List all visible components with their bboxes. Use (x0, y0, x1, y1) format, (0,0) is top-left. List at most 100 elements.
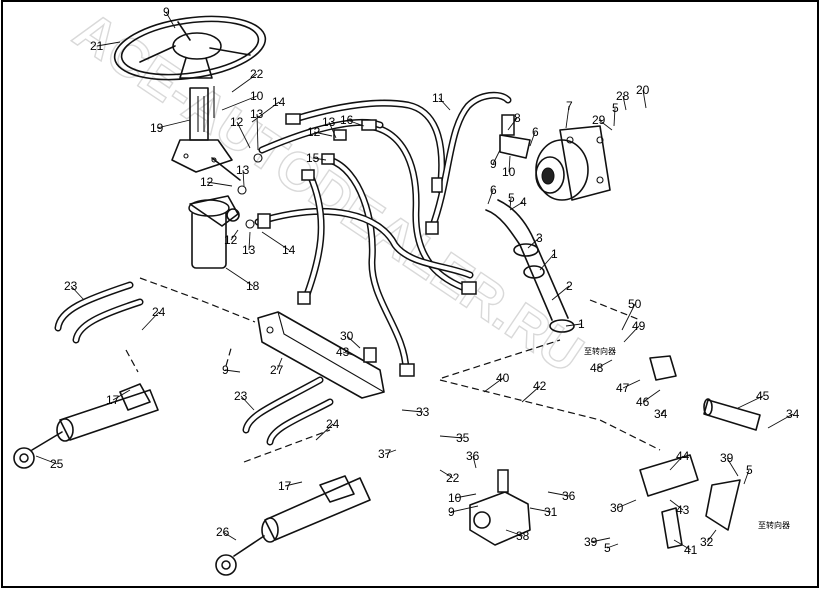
callout-label: 2 (566, 279, 573, 293)
callout-c-19: 19 (150, 119, 191, 135)
valve-block (257, 311, 385, 399)
callout-label: 30 (340, 329, 354, 343)
callout-label: 44 (676, 449, 690, 463)
callout-label: 9 (163, 5, 170, 19)
callout-leader-line (312, 157, 327, 161)
callout-leader-line (225, 267, 254, 287)
callout-c-18: 18 (225, 267, 260, 293)
callout-c-43b: 43 (669, 499, 690, 517)
callout-c-10a: 10 (221, 89, 264, 111)
callout-leader-line (767, 413, 794, 429)
callout-c-31: 31 (529, 505, 558, 519)
callout-leader-line (509, 197, 512, 209)
callout-c-29: 29 (592, 113, 613, 131)
callout-c-39b: 39 (584, 535, 611, 549)
callout-c-5b: 5 (508, 191, 515, 209)
callout-c-49: 49 (623, 319, 646, 343)
callout-c-28: 28 (616, 89, 630, 111)
callout-label: 31 (544, 505, 558, 519)
callout-c-13a: 13 (250, 107, 264, 151)
callout-c-36a: 36 (466, 449, 480, 469)
callout-leader-line (384, 449, 397, 455)
callout-leader-line (438, 97, 451, 111)
callout-c-24b: 24 (315, 417, 340, 441)
callout-label: 23 (234, 389, 248, 403)
callout-label: 32 (700, 535, 714, 549)
callout-label: 36 (562, 489, 576, 503)
callout-leader-line (450, 505, 479, 513)
callout-label: 7 (566, 99, 573, 113)
callout-leader-line (401, 409, 424, 413)
callout-label: 26 (216, 525, 230, 539)
callout-leader-line (346, 119, 365, 127)
callout-c-12c: 12 (200, 175, 233, 189)
suction-pipe (485, 199, 575, 333)
callout-leader-line (551, 285, 570, 301)
callout-c-5c: 5 (743, 463, 753, 485)
callout-leader-line (240, 395, 255, 411)
callout-c-12d: 12 (224, 229, 239, 247)
callout-label: 45 (756, 389, 770, 403)
callout-leader-line (313, 131, 333, 137)
callout-label: 13 (242, 243, 256, 257)
callout-c-27: 27 (270, 357, 284, 377)
note-to-steering-gear-2: 至转向器 (758, 520, 790, 530)
callout-label: 21 (90, 39, 104, 53)
callout-leader-line (539, 253, 555, 271)
callout-c-11: 11 (432, 91, 451, 111)
steering-wheel (113, 15, 267, 81)
callout-c-32: 32 (700, 529, 717, 549)
callout-c-25: 25 (35, 455, 64, 471)
callout-leader-line (623, 325, 640, 343)
callout-leader-line (669, 499, 684, 511)
callout-label: 6 (490, 183, 497, 197)
callout-label: 24 (326, 417, 340, 431)
callout-leader-line (284, 481, 303, 487)
callout-label: 8 (514, 111, 521, 125)
callout-leader-line (454, 493, 477, 499)
callout-c-24a: 24 (141, 305, 166, 331)
callout-label: 28 (616, 89, 630, 103)
callout-leader-line (472, 455, 477, 469)
callout-label: 30 (610, 501, 624, 515)
callout-label: 43 (336, 345, 350, 359)
callout-label: 20 (636, 83, 650, 97)
callout-leader-line (483, 377, 504, 393)
callout-label: 40 (496, 371, 510, 385)
callout-leader-line (509, 201, 524, 211)
callout-c-34a: 34 (654, 407, 668, 421)
callout-label: 12 (200, 175, 214, 189)
callout-leader-line (224, 369, 241, 373)
callout-c-33: 33 (401, 405, 430, 419)
callout-leader-line (342, 351, 357, 357)
callout-label: 47 (616, 381, 630, 395)
callout-label: 18 (246, 279, 260, 293)
callout-leader-line (621, 303, 636, 331)
callout-label: 36 (466, 449, 480, 463)
callout-c-43a: 43 (336, 345, 357, 359)
callout-label: 9 (490, 157, 497, 171)
callout-leader-line (156, 119, 191, 129)
callout-label: 5 (604, 541, 611, 555)
callout-label: 4 (520, 195, 527, 209)
callout-label: 19 (150, 121, 164, 135)
callout-label: 22 (250, 67, 264, 81)
callout-label: 13 (322, 115, 336, 129)
callout-c-3: 3 (527, 231, 543, 249)
callout-c-8: 8 (507, 111, 521, 131)
callout-label: 17 (278, 479, 292, 493)
callout-c-35: 35 (439, 431, 470, 445)
callout-label: 46 (636, 395, 650, 409)
callout-leader-line (596, 359, 613, 369)
callout-label: 10 (502, 165, 516, 179)
callout-c-16: 16 (340, 113, 365, 127)
callout-label: 39 (720, 451, 734, 465)
callout-label: 3 (536, 231, 543, 245)
hose-fittings (257, 113, 477, 377)
callout-c-47: 47 (616, 379, 641, 395)
callout-label: 10 (448, 491, 462, 505)
callout-label: 29 (592, 113, 606, 127)
callout-label: 43 (676, 503, 690, 517)
callout-leader-line (726, 457, 739, 477)
callout-c-2: 2 (551, 279, 573, 301)
